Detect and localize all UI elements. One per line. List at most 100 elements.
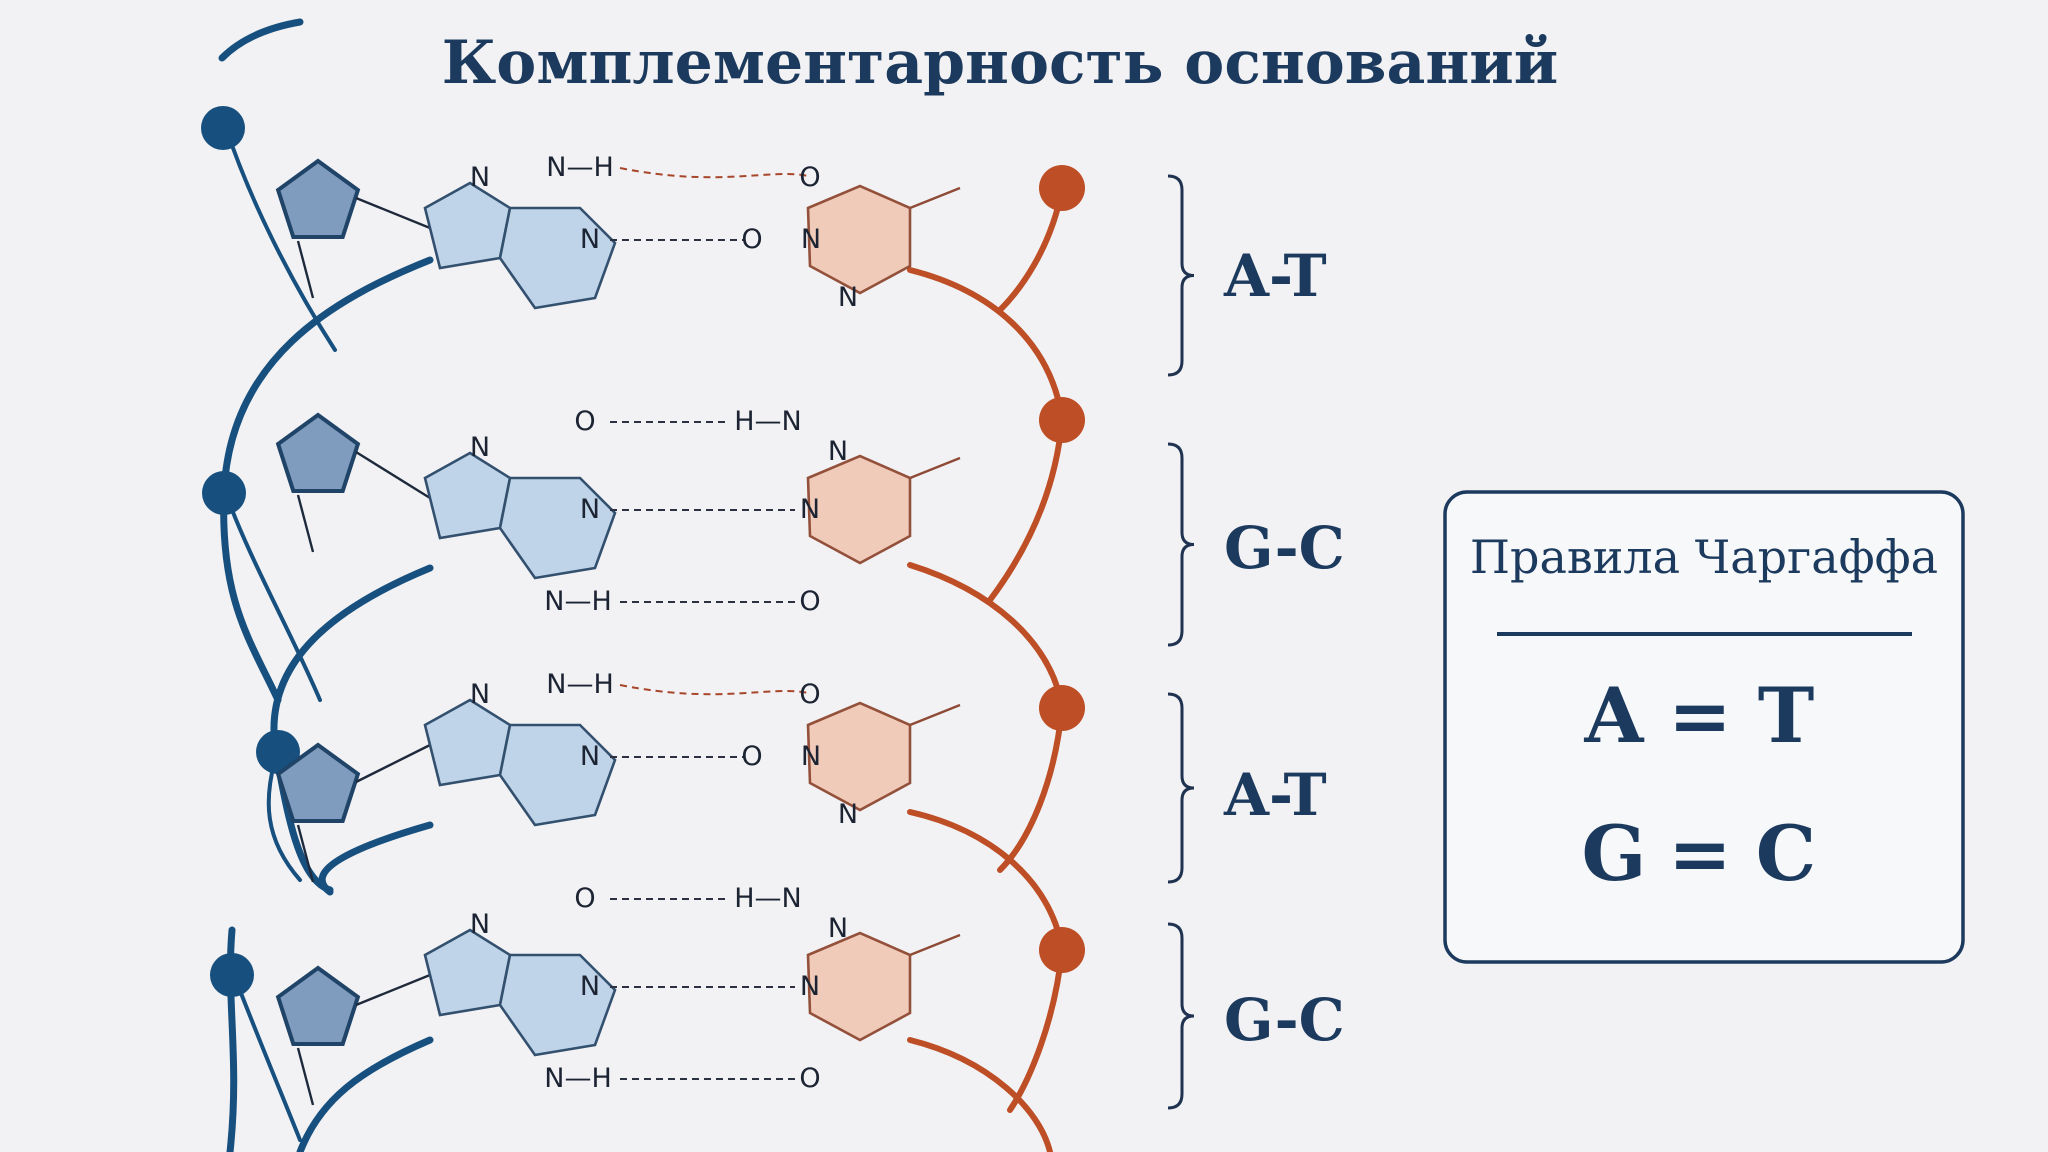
phosphate-node-left-1 [201,106,245,150]
atom-n-ring-top: N [828,913,848,944]
rule-equals: = [1668,809,1732,898]
atom-n-acceptor: N [580,741,600,772]
rule-row-2: G= C [1582,809,1817,898]
atom-n-purine: N [470,162,490,193]
methyl-bond [909,186,961,210]
atom-n-acceptor: N [580,224,600,255]
rules-panel-box [1443,490,1965,964]
backbone-thin-1 [224,126,337,352]
rule-right: T [1758,671,1815,760]
atom-hn-donor: H—N [734,883,802,914]
sugar-pentagon [275,742,361,823]
phosphate-node-left-3 [256,730,300,774]
orange-segment-1 [907,267,1065,421]
diagram-title: Комплементарность оснований [442,28,1559,98]
pair-label-1: A-T [1223,242,1327,310]
pyrimidine-ring [806,931,912,1042]
atom-o-carbonyl: O [574,406,595,437]
backbone-segment-2 [270,564,434,894]
orange-segment-6 [907,809,1065,951]
atom-nh-lower: N—H [544,1063,612,1094]
orange-segment-8 [907,1037,1053,1152]
atom-n-middle: N [580,494,600,525]
rules-list: A = T G= C [1582,671,1817,898]
atom-o-acceptor: O [799,162,820,193]
atom-n-ring: N [801,224,821,255]
atom-o-linker: O [741,224,762,255]
purine-six-ring [498,723,617,827]
rule-right: C [1756,809,1817,898]
pyrimidine-ring [806,184,912,295]
purine-six-ring [498,476,617,580]
rule-row-1: A = T [1584,671,1815,760]
pyrimidine-ring [806,701,912,812]
sugar-link [296,824,315,883]
pair-labels: A-TG-CA-TG-C [1167,174,1345,1110]
purine-five-ring [423,698,512,787]
pair-brace-3 [1167,692,1195,884]
sugar-pentagon [275,412,361,493]
orange-segment-3 [987,417,1065,603]
atom-n-lower: N [838,282,858,313]
sugar-link [296,240,315,299]
sugar-link [296,494,315,553]
atom-o-lower: O [799,586,820,617]
methyl-bond [909,703,961,727]
purine-six-ring [498,206,617,310]
atom-n-ring: N [801,741,821,772]
atom-n-middle: N [580,971,600,1002]
methyl-bond [909,933,961,957]
glycosidic-bond [355,973,431,1007]
purine-five-ring [423,451,512,540]
methyl-bond [909,456,961,480]
atom-n-ring-top: N [828,436,848,467]
phosphate-node-right-1 [1039,165,1085,211]
atom-nh-donor: N—H [546,152,614,183]
atom-o-acceptor: O [799,679,820,710]
rule-equals: = [1668,671,1732,760]
atom-n-lower: N [838,799,858,830]
backbone-segment-3 [318,821,434,896]
atom-n-purine: N [470,679,490,710]
rule-left: G [1582,809,1647,898]
sugar-pentagon [275,965,361,1046]
right-strand-backbone [907,187,1065,1152]
orange-segment-5 [997,705,1065,873]
atom-n-acceptor: N [800,494,820,525]
pair-brace-4 [1167,922,1195,1110]
hydrogen-bond-1 [619,684,809,696]
atom-o-linker: O [741,741,762,772]
pair-brace-1 [1167,174,1195,377]
pair-label-4: G-C [1224,986,1345,1054]
atom-nh-donor: N—H [546,669,614,700]
backbone-thin-2 [224,492,322,702]
phosphate-node-right-3 [1039,685,1085,731]
sugar-pentagon [275,158,361,239]
glycosidic-bond [355,196,431,230]
glycosidic-bond [355,743,431,784]
atom-o-carbonyl: O [574,883,595,914]
pair-label-3: A-T [1223,761,1327,829]
orange-segment-7 [1007,947,1065,1113]
rules-panel-title: Правила Чаргаффа [1470,530,1938,584]
sugar-link [296,1047,315,1106]
atom-hn-donor: H—N [734,406,802,437]
purine-five-ring [423,928,512,1017]
phosphate-node-left-4 [210,953,254,997]
atom-nh-lower: N—H [544,586,612,617]
orange-segment-4 [907,562,1065,709]
backbone-top-arc [218,18,304,62]
pyrimidine-ring [806,454,912,565]
phosphate-node-right-4 [1039,927,1085,973]
atom-n-purine: N [470,909,490,940]
chargaff-rules-panel: Правила Чаргаффа A = T G= C [1443,490,1965,964]
rule-left: A [1584,671,1645,760]
backbone-segment-5 [296,1036,434,1152]
